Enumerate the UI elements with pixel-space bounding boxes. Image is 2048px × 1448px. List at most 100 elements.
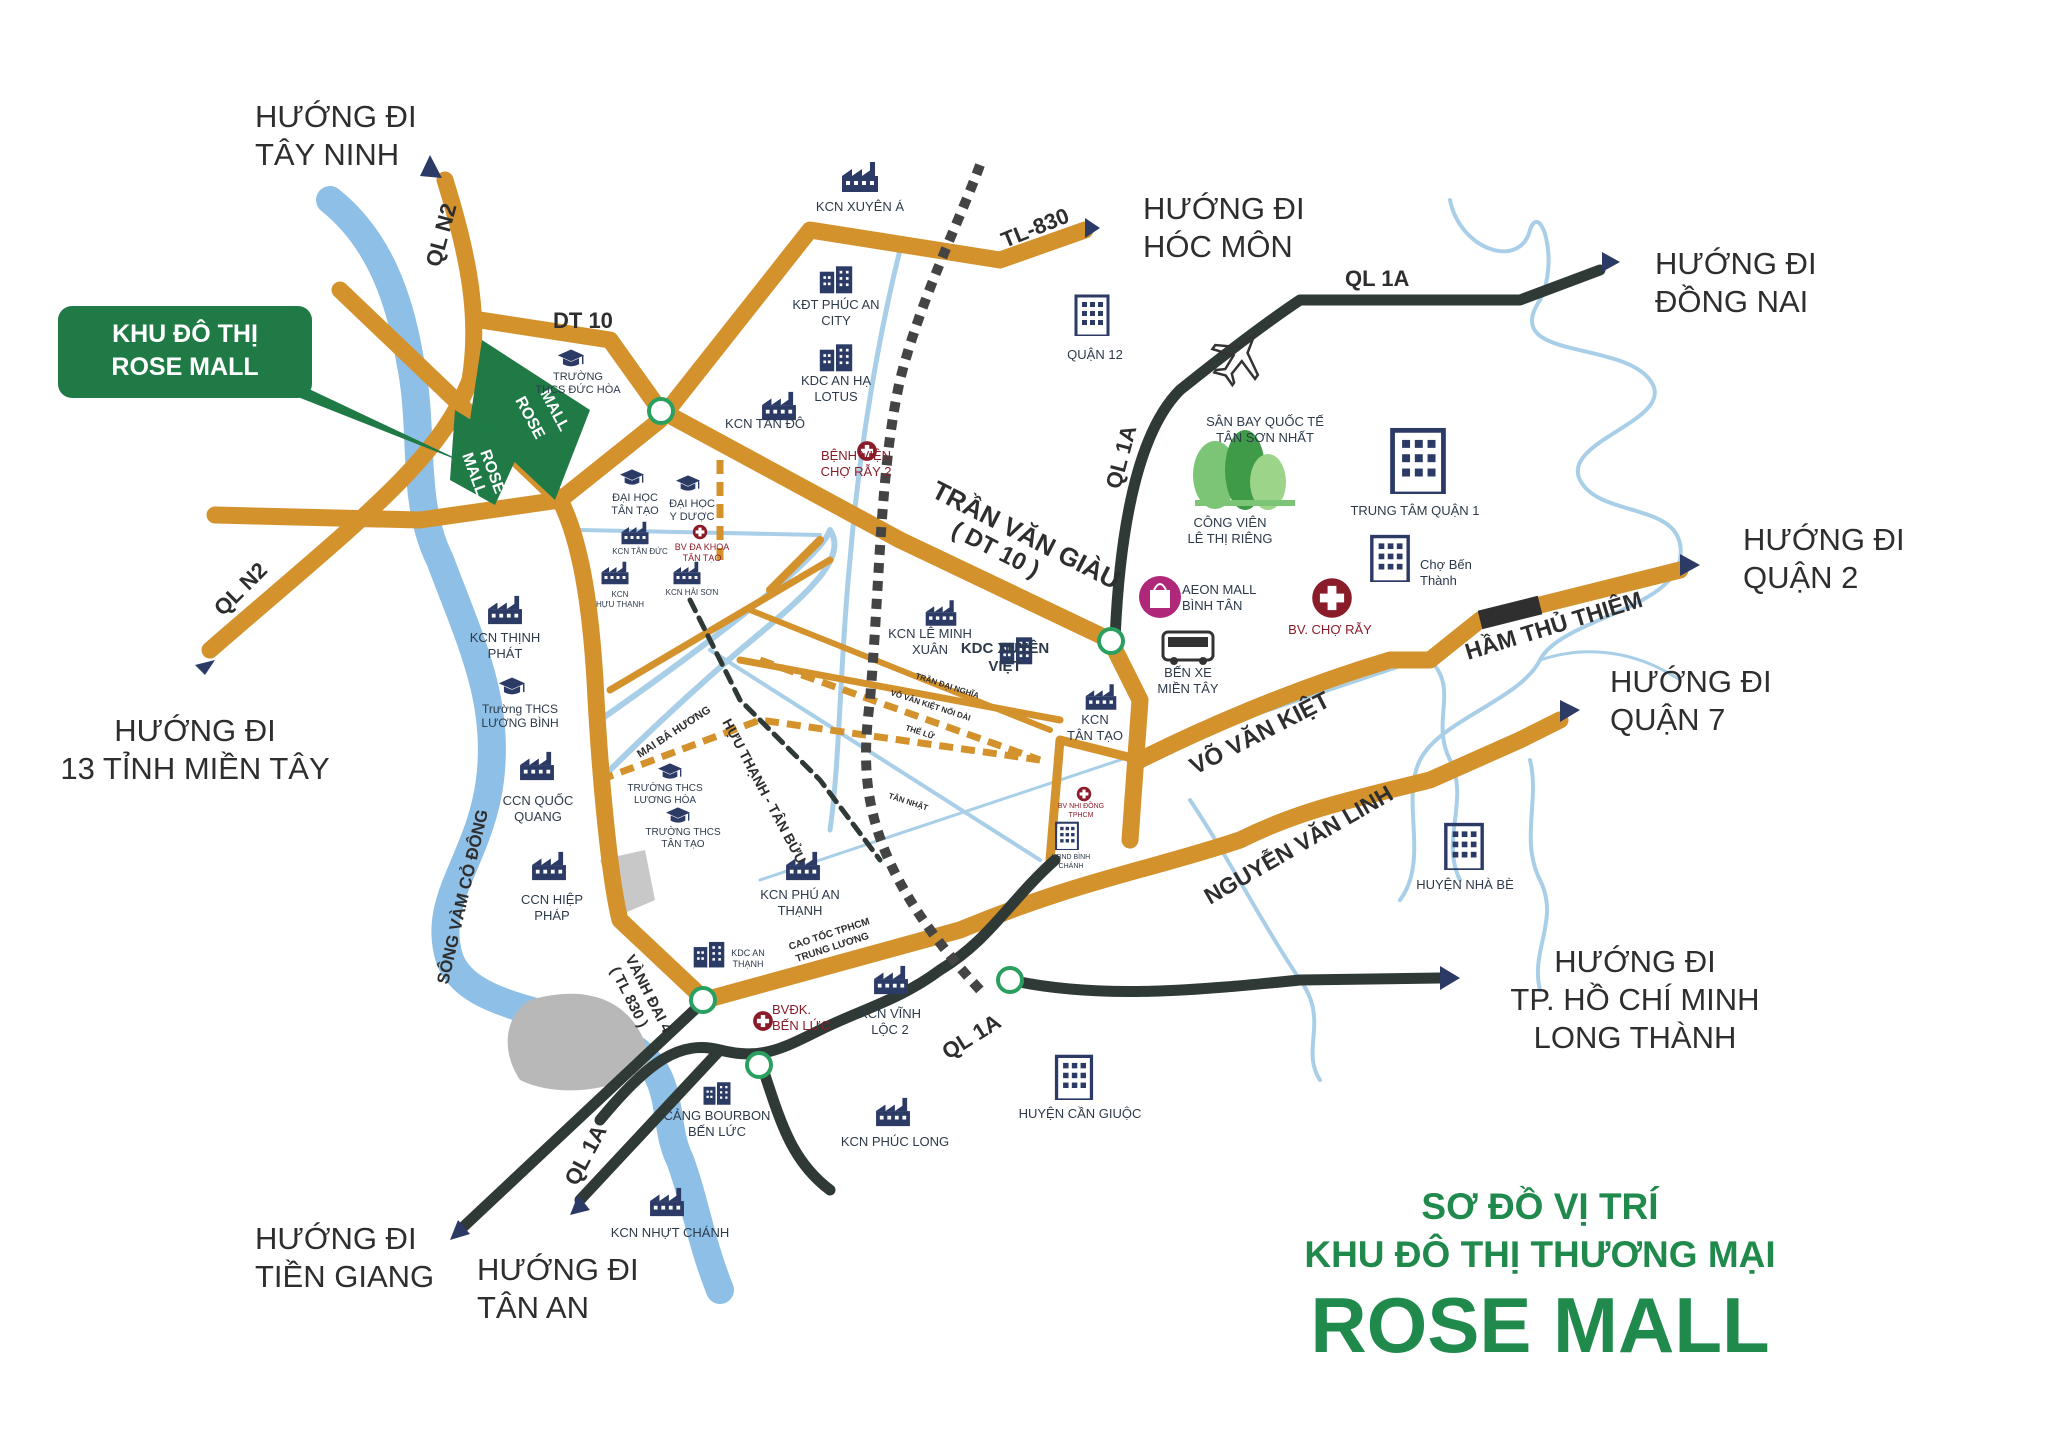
factory-icon bbox=[488, 595, 522, 625]
label-line: KCN PHÚC LONG bbox=[840, 1134, 950, 1149]
label-line: BÌNH TÂN bbox=[1182, 598, 1243, 613]
road-vanh-dai-4 bbox=[551, 491, 714, 1009]
canal-5 bbox=[758, 648, 1452, 882]
label-line: HUYỆN CẦN GIUỘC bbox=[1018, 1106, 1142, 1121]
label-line: KCN TÂN ĐÔ bbox=[725, 416, 805, 431]
direction-quan-7-line-1: HƯỚNG ĐI bbox=[1610, 664, 1772, 699]
label-line: BVĐK. bbox=[772, 1002, 812, 1017]
label-line: KCN LÊ MINH bbox=[888, 626, 972, 641]
building-icon bbox=[1054, 821, 1080, 850]
ql1a-tan-an bbox=[574, 1044, 726, 1206]
label-line: TÂN TẠO bbox=[611, 505, 659, 517]
direction-quan-7-line-2: QUẬN 7 bbox=[1610, 702, 1726, 737]
label-line: TÂN TẠO bbox=[1066, 728, 1124, 743]
direction-arrows bbox=[195, 155, 1700, 1240]
road-vo-van-kiet bbox=[1131, 561, 1689, 769]
label-line: KCN VĨNH bbox=[858, 1006, 922, 1021]
junction-circle-icon bbox=[647, 397, 675, 425]
canal-4 bbox=[708, 648, 1042, 862]
ql1a-roads bbox=[454, 264, 1606, 1236]
direction-quan-2-line-2: QUẬN 2 bbox=[1743, 560, 1859, 595]
graduation-cap-icon bbox=[675, 474, 701, 492]
ql1a-north bbox=[1109, 264, 1606, 646]
label-line: KDC XUYÊN bbox=[960, 640, 1050, 657]
label-line: BV NHI ĐỒNG bbox=[1057, 803, 1105, 810]
east-river bbox=[1398, 198, 1683, 902]
rose-mall-site-b bbox=[450, 410, 520, 505]
canal-2 bbox=[827, 247, 903, 833]
direction-arrow-icon bbox=[450, 1220, 470, 1240]
dashed-roads bbox=[598, 460, 1042, 784]
airplane-icon bbox=[1210, 332, 1260, 388]
direction-tay-ninh: HƯỚNG ĐI TÂY NINH bbox=[255, 98, 417, 174]
label-line: HỰU THẠNH bbox=[595, 600, 645, 609]
direction-dong-nai-line-1: HƯỚNG ĐI bbox=[1655, 246, 1817, 281]
label-line: KCN XUYÊN Á bbox=[815, 199, 905, 214]
label-line: KCN THỊNH bbox=[469, 630, 541, 645]
shopping-bag-icon bbox=[1139, 576, 1181, 618]
label-line: LÊ THỊ RIÊNG bbox=[1187, 531, 1273, 546]
direction-hoc-mon-line-2: HÓC MÔN bbox=[1143, 229, 1293, 264]
direction-tan-an-line-2: TÂN AN bbox=[477, 1290, 589, 1325]
label-line: TRƯỜNG THCS bbox=[627, 783, 703, 794]
direction-mien-tay-line-2: 13 TỈNH MIỀN TÂY bbox=[60, 751, 330, 786]
direction-mien-tay-line-1: HƯỚNG ĐI bbox=[114, 713, 276, 748]
building-icon bbox=[819, 266, 853, 294]
label-line: THẠNH bbox=[777, 903, 823, 918]
rose-mall-site-a bbox=[470, 340, 590, 500]
road-inner-2 bbox=[766, 536, 824, 594]
label-line: THẠNH bbox=[732, 959, 764, 969]
ham-thu-thiem-tunnel bbox=[1477, 595, 1543, 630]
label-line: VIỆT bbox=[988, 658, 1022, 675]
dashed-road-3 bbox=[758, 656, 1042, 764]
label-line: Trường THCS bbox=[482, 702, 558, 716]
direction-arrow-icon bbox=[570, 1195, 590, 1215]
east-river-5 bbox=[1538, 650, 1682, 682]
label-line: CHÁNH bbox=[1058, 863, 1084, 870]
label-line: TÂN TẠO bbox=[661, 839, 705, 850]
label-line: KDC AN bbox=[731, 948, 765, 958]
factory-icon bbox=[532, 851, 566, 881]
road-label-huu-thanh: HỰU THẠNH - TÂN BỬU bbox=[719, 715, 810, 866]
direction-tien-giang-line-2: TIỀN GIANG bbox=[255, 1259, 435, 1294]
building-icon bbox=[703, 1082, 731, 1105]
label-line: BẾN XE bbox=[1164, 665, 1212, 680]
ql1a-lower bbox=[754, 1054, 836, 1196]
factory-icon bbox=[621, 521, 649, 545]
label-kcn-nhut-chanh: KCN NHỰT CHÁNH bbox=[605, 1225, 735, 1241]
direction-hcm-line-2: TP. HỒ CHÍ MINH bbox=[1510, 982, 1760, 1017]
factory-icon bbox=[520, 751, 554, 781]
label-kcn-hai-son: KCN HẢI SƠN bbox=[652, 588, 732, 598]
direction-tan-an: HƯỚNG ĐI TÂN AN bbox=[477, 1251, 639, 1327]
road-label-dt10: DT 10 bbox=[553, 308, 613, 333]
direction-arrow-icon bbox=[195, 660, 215, 675]
map-title: SƠ ĐỒ VỊ TRÍ KHU ĐÔ THỊ THƯƠNG MẠI bbox=[1220, 1183, 1860, 1279]
label-bvdk-ben-luc: BVĐK.BẾN LỨC bbox=[772, 1002, 852, 1034]
road-inner-3 bbox=[606, 556, 834, 694]
road-inner-1 bbox=[1045, 735, 1145, 865]
label-line: MIỀN TÂY bbox=[1157, 681, 1219, 696]
graduation-cap-icon bbox=[497, 676, 527, 696]
label-line: CẢNG BOURBON bbox=[663, 1108, 771, 1123]
label-line: LƯƠNG BÌNH bbox=[481, 716, 559, 730]
label-line: QUẬN 12 bbox=[1067, 347, 1123, 362]
callout-pointer bbox=[270, 380, 470, 465]
label-line: CCN HIỆP bbox=[520, 892, 584, 907]
